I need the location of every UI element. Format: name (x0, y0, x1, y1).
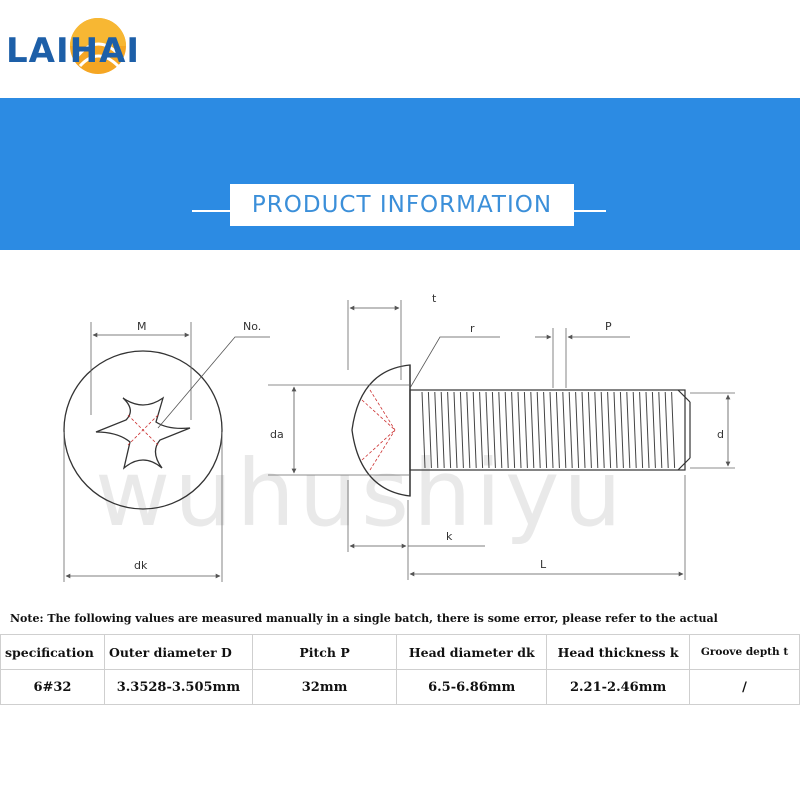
logo-wordmark: LAIHAI (6, 31, 140, 71)
thread-line (581, 391, 586, 469)
thread-line (479, 391, 484, 469)
thread-line (459, 391, 464, 469)
thread-line (491, 391, 496, 469)
thread-line (587, 391, 592, 469)
measurement-note: Note: The following values are measured … (10, 612, 718, 625)
spec-table: specification Outer diameter D Pitch P H… (0, 634, 800, 705)
header-head-diameter: Head diameter dk (396, 634, 548, 670)
cell-groove-depth: / (689, 669, 800, 705)
label-t: t (432, 292, 437, 305)
label-d: d (717, 428, 724, 441)
header-head-thickness: Head thickness k (546, 634, 691, 670)
thread-line (575, 391, 580, 469)
header-outer-diameter: Outer diameter D (103, 634, 253, 670)
thread-line (421, 391, 426, 469)
header-specification: specification (0, 634, 105, 670)
thread-line (447, 391, 452, 469)
watermark: wuhushiyu (95, 440, 626, 547)
screw-drawing: wuhushiyu M No. dk (63, 292, 735, 582)
thread-line (651, 391, 656, 469)
thread-line (440, 391, 445, 469)
thread-line (639, 391, 644, 469)
banner-line-right (574, 210, 606, 212)
thread-line (594, 391, 599, 469)
header-pitch: Pitch P (251, 634, 398, 670)
phillips-recess-icon (95, 396, 191, 470)
label-no: No. (243, 320, 261, 333)
cell-pitch: 32mm (251, 669, 398, 705)
cell-head-diameter: 6.5-6.86mm (396, 669, 548, 705)
thread-line (511, 391, 516, 469)
banner-title: PRODUCT INFORMATION (251, 192, 553, 218)
label-p: P (605, 320, 612, 333)
thread-line (664, 391, 669, 469)
thread-lines (421, 391, 676, 469)
thread-line (671, 391, 676, 469)
thread-line (485, 391, 490, 469)
banner-line-left (192, 210, 230, 212)
thread-line (530, 391, 535, 469)
thread-line (523, 391, 528, 469)
label-dk: dk (134, 559, 148, 572)
thread-line (555, 391, 560, 469)
spec-table-header-row: specification Outer diameter D Pitch P H… (0, 634, 800, 670)
sun-icon (70, 18, 126, 74)
table-row: 6#32 3.3528-3.505mm 32mm 6.5-6.86mm 2.21… (0, 669, 800, 705)
label-l: L (540, 558, 547, 571)
thread-line (607, 391, 612, 469)
thread-line (543, 391, 548, 469)
thread-line (562, 391, 567, 469)
thread-line (517, 391, 522, 469)
thread-line (466, 391, 471, 469)
thread-line (504, 391, 509, 469)
thread-line (600, 391, 605, 469)
thread-line (568, 391, 573, 469)
thread-line (632, 391, 637, 469)
cell-head-thickness: 2.21-2.46mm (546, 669, 691, 705)
thread-line (658, 391, 663, 469)
thread-line (536, 391, 541, 469)
thread-line (645, 391, 650, 469)
header-groove-depth: Groove depth t (689, 634, 800, 670)
front-view: M No. dk (63, 320, 270, 582)
cell-specification: 6#32 (0, 669, 105, 705)
thread-line (427, 391, 432, 469)
label-r: r (470, 322, 475, 335)
thread-line (613, 391, 618, 469)
banner-title-box: PRODUCT INFORMATION (230, 184, 574, 226)
laihai-logo: LAIHAI (6, 18, 140, 74)
thread-line (434, 391, 439, 469)
label-k: k (446, 530, 453, 543)
side-view: t r P da d k L (268, 292, 735, 580)
label-da: da (270, 428, 284, 441)
thread-line (453, 391, 458, 469)
cell-outer-diameter: 3.3528-3.505mm (103, 669, 253, 705)
thread-line (626, 391, 631, 469)
thread-line (498, 391, 503, 469)
label-m: M (137, 320, 147, 333)
thread-line (472, 391, 477, 469)
thread-line (619, 391, 624, 469)
product-info-banner: PRODUCT INFORMATION (0, 98, 800, 250)
thread-line (549, 391, 554, 469)
